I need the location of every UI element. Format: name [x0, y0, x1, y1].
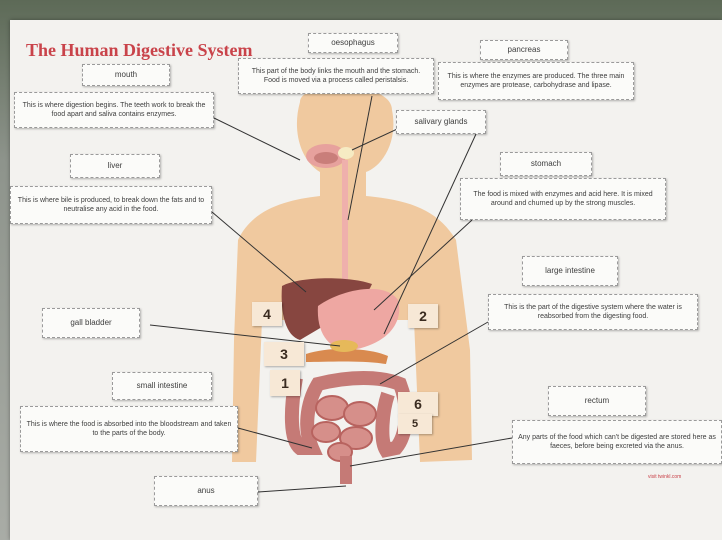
desc-large-intestine[interactable]: This is the part of the digestive system… — [488, 294, 698, 330]
desc-rectum[interactable]: Any parts of the food which can't be dig… — [512, 420, 722, 464]
label-stomach[interactable]: stomach — [500, 152, 592, 176]
salivary-gland-shape — [338, 147, 354, 159]
label-small-intestine[interactable]: small intestine — [112, 372, 212, 400]
label-pancreas[interactable]: pancreas — [480, 40, 568, 60]
number-tab-3[interactable]: 3 — [264, 342, 304, 366]
rectum-shape — [340, 456, 352, 484]
label-rectum[interactable]: rectum — [548, 386, 646, 416]
label-anus[interactable]: anus — [154, 476, 258, 506]
desc-stomach[interactable]: The food is mixed with enzymes and acid … — [460, 178, 666, 220]
label-mouth[interactable]: mouth — [82, 64, 170, 86]
small-intestine-shape — [312, 396, 376, 461]
number-tab-2[interactable]: 2 — [408, 304, 438, 328]
label-salivary-glands[interactable]: salivary glands — [396, 110, 486, 134]
number-tab-5[interactable]: 5 — [398, 414, 432, 434]
desc-liver[interactable]: This is where bile is produced, to break… — [10, 186, 212, 224]
desc-mouth[interactable]: This is where digestion begins. The teet… — [14, 92, 214, 128]
desc-pancreas[interactable]: This is where the enzymes are produced. … — [438, 62, 634, 100]
number-tab-4[interactable]: 4 — [252, 302, 282, 326]
desc-small-intestine[interactable]: This is where the food is absorbed into … — [20, 406, 238, 452]
footer-logo-text: visit twinkl.com — [648, 474, 681, 480]
number-tab-1[interactable]: 1 — [270, 370, 300, 396]
gallbladder-shape — [330, 340, 358, 352]
number-tab-6[interactable]: 6 — [398, 392, 438, 416]
label-large-intestine[interactable]: large intestine — [522, 256, 618, 286]
label-liver[interactable]: liver — [70, 154, 160, 178]
label-oesophagus[interactable]: oesophagus — [308, 33, 398, 53]
poster-title: The Human Digestive System — [26, 40, 253, 61]
desc-oesophagus[interactable]: This part of the body links the mouth an… — [238, 58, 434, 94]
oesophagus-shape — [342, 160, 348, 280]
label-gall-bladder[interactable]: gall bladder — [42, 308, 140, 338]
